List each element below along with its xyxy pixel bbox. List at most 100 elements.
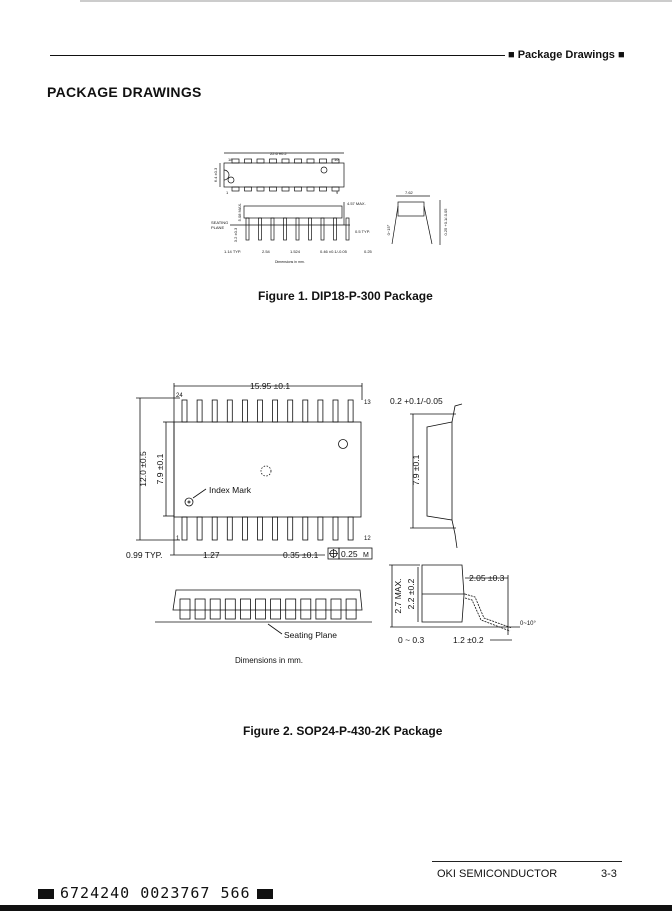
dim-body-width: 7.9 ±0.1 bbox=[155, 453, 165, 484]
dip-lead bbox=[345, 217, 350, 241]
sop-pin bbox=[347, 516, 354, 541]
dip-pin bbox=[269, 186, 277, 192]
dim-lead-thickness: 0.2 +0.1/-0.05 bbox=[390, 396, 443, 406]
pin-label: 10 bbox=[334, 157, 339, 162]
dip-pin bbox=[294, 158, 302, 164]
pin-label: 13 bbox=[364, 400, 371, 406]
dim-1524: 1.524 bbox=[290, 249, 301, 254]
figure2-drawing bbox=[136, 383, 520, 641]
dip-pin bbox=[281, 186, 290, 192]
sop-body-top bbox=[173, 421, 362, 518]
pin-label: 1 bbox=[226, 190, 229, 195]
sop-lead bbox=[285, 598, 297, 620]
sop-pin bbox=[257, 516, 263, 541]
sop-pin bbox=[317, 516, 324, 541]
figure1-caption: Figure 1. DIP18-P-300 Package bbox=[258, 289, 433, 303]
seating-plane-label: Seating Plane bbox=[284, 630, 337, 640]
tolerance: 0.25 bbox=[341, 549, 358, 559]
figure2-caption: Figure 2. SOP24-P-430-2K Package bbox=[243, 724, 443, 738]
dip-pin bbox=[319, 186, 327, 192]
dip-pin bbox=[231, 158, 240, 164]
dim-typ: 0.99 TYP. bbox=[126, 550, 163, 560]
footer-rule bbox=[432, 861, 622, 862]
sop-lead bbox=[179, 598, 191, 620]
dip-pin bbox=[294, 186, 302, 192]
dip-body-top bbox=[223, 162, 345, 188]
dim-standoff: 0 ~ 0.3 bbox=[398, 635, 425, 645]
dim-foot-length: 1.2 ±0.2 bbox=[453, 635, 484, 645]
barcode-mark-icon bbox=[38, 888, 54, 899]
sop-body-end bbox=[421, 564, 465, 623]
dim-body-h: 5.08 MAX. bbox=[237, 203, 242, 222]
dip-body-side bbox=[243, 205, 343, 219]
dim-total-width: 12.0 ±0.5 bbox=[138, 451, 148, 487]
dip-notch bbox=[223, 169, 230, 181]
dim-pitch: 1.27 bbox=[203, 550, 220, 560]
dim-lead-w: 0.46 ±0.1/-0.05 bbox=[320, 249, 348, 254]
pin-label: 24 bbox=[176, 393, 183, 399]
sop-lead bbox=[330, 598, 342, 620]
sop-lead bbox=[315, 598, 327, 620]
dim-lead-t: 0.25 +0.1/-0.05 bbox=[443, 208, 448, 236]
dim-side-width: 7.9 ±0.1 bbox=[411, 454, 421, 485]
pin-label: 1 bbox=[176, 536, 180, 542]
sop-body-front bbox=[172, 589, 363, 611]
pin-label: 12 bbox=[364, 536, 371, 542]
sop-lead bbox=[224, 598, 236, 620]
dip-lead bbox=[258, 217, 262, 241]
dip-pin bbox=[306, 158, 315, 164]
sop-body-side bbox=[426, 421, 453, 521]
dip-pin bbox=[269, 158, 277, 164]
dip-lead bbox=[283, 217, 287, 241]
sop-pin bbox=[181, 516, 188, 541]
dim-max-height: 2.7 MAX. bbox=[393, 579, 403, 614]
dip-lead bbox=[333, 217, 337, 241]
barcode-line: 6724240 0023767 566 bbox=[32, 884, 279, 902]
sop-pin bbox=[272, 516, 279, 541]
page-number: 3-3 bbox=[601, 868, 617, 880]
sop-pin bbox=[211, 516, 218, 541]
sop-lead bbox=[345, 598, 357, 620]
dimensions-note: Dimensions in mm. bbox=[235, 656, 303, 665]
dim-foot: 2.05 ±0.3 bbox=[469, 573, 505, 583]
dip-pin bbox=[306, 186, 315, 192]
dim-body-height: 2.2 ±0.2 bbox=[406, 578, 416, 609]
pin1-circle bbox=[338, 439, 348, 449]
pin-label: 18 bbox=[228, 157, 233, 162]
sop-pin bbox=[257, 399, 263, 423]
seating-label: PLANE bbox=[211, 225, 224, 230]
sop-pin bbox=[211, 399, 218, 423]
dim-length: 15.95 ±0.1 bbox=[250, 381, 290, 391]
scan-edge bbox=[0, 905, 672, 911]
dim-typ05: 0.5 TYP. bbox=[355, 229, 370, 234]
sop-pin bbox=[272, 399, 279, 423]
sop-pin bbox=[332, 516, 339, 541]
sop-lead bbox=[209, 598, 221, 620]
dimensions-note: Dimensions in mm. bbox=[275, 260, 305, 264]
sop-lead bbox=[239, 598, 251, 620]
sop-pin bbox=[302, 399, 309, 423]
sop-pin bbox=[302, 516, 309, 541]
sop-pin bbox=[241, 516, 248, 541]
figure2-labels: 15.95 ±0.1 24 13 1 12 12.0 ±0.5 7.9 ±0.1… bbox=[126, 381, 537, 665]
sop-lead bbox=[270, 598, 282, 620]
dip-lead bbox=[308, 217, 312, 241]
footer-company: OKI SEMICONDUCTOR bbox=[437, 868, 558, 880]
sop-pin bbox=[226, 516, 233, 541]
sop-pin bbox=[241, 399, 248, 423]
scan-edge bbox=[80, 0, 672, 2]
dim-angle: 0~10° bbox=[520, 621, 537, 627]
sop-pin bbox=[196, 516, 203, 541]
sop-lead bbox=[300, 598, 312, 620]
dim-length: 22.6 ±0.2 bbox=[270, 151, 287, 156]
dip-pin bbox=[244, 186, 252, 192]
dim-lead-width: 0.35 ±0.1 bbox=[283, 550, 319, 560]
dim-lead-len: 3.2 ±0.3 bbox=[233, 227, 238, 242]
dim-width: 6.4 ±0.3 bbox=[213, 167, 218, 182]
sop-pin bbox=[347, 399, 354, 423]
dip-pin bbox=[331, 158, 340, 164]
pin-label: 9 bbox=[336, 190, 339, 195]
sop-pin bbox=[317, 399, 324, 423]
sop-pin bbox=[332, 399, 339, 423]
dip-lead bbox=[320, 217, 325, 241]
